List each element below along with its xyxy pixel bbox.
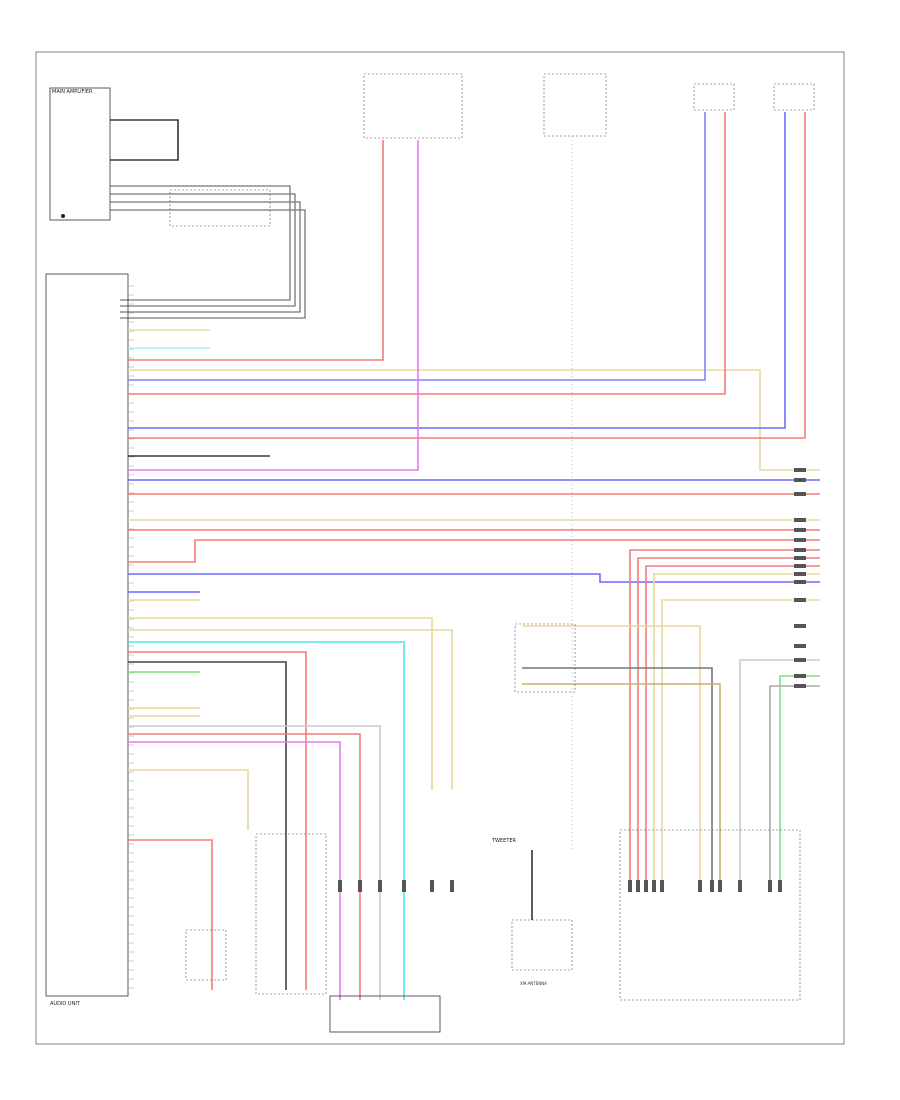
top-center-box-2 bbox=[543, 73, 607, 137]
connector-pin bbox=[402, 880, 406, 892]
connector-pin bbox=[778, 880, 782, 892]
right-connector-box bbox=[514, 623, 576, 693]
connector-pin bbox=[794, 548, 806, 552]
connector-pin bbox=[794, 644, 806, 648]
left-tweeter-box bbox=[773, 83, 815, 111]
tweeter-label: TWEETER bbox=[491, 838, 517, 844]
connector-pin bbox=[794, 478, 806, 482]
gray-bundle bbox=[110, 185, 306, 319]
connector-pin bbox=[794, 538, 806, 542]
connector-pin bbox=[338, 880, 342, 892]
connector-pin bbox=[794, 658, 806, 662]
connector-pin bbox=[794, 598, 806, 602]
connector-pin bbox=[794, 518, 806, 522]
shielded-cable-box bbox=[169, 189, 271, 227]
connector-pin bbox=[358, 880, 362, 892]
audio-unit-label: AUDIO UNIT bbox=[50, 1001, 81, 1007]
connector-pin bbox=[698, 880, 702, 892]
connector-pin bbox=[768, 880, 772, 892]
connector-pin bbox=[794, 684, 806, 688]
connector-pin bbox=[794, 492, 806, 496]
connector-pin bbox=[794, 674, 806, 678]
connector-pin bbox=[644, 880, 648, 892]
connector-pin bbox=[794, 580, 806, 584]
connector-pin bbox=[794, 624, 806, 628]
connector-pin bbox=[636, 880, 640, 892]
lower-left-wires bbox=[128, 617, 453, 1000]
bottom-connector-box bbox=[329, 995, 441, 1033]
subwoofer-wires bbox=[522, 549, 820, 890]
connector-pin bbox=[738, 880, 742, 892]
audio-unit-box bbox=[45, 273, 129, 997]
bottom-pins bbox=[338, 880, 782, 892]
wire-top-left-dark bbox=[110, 119, 179, 161]
pin-ticks bbox=[128, 285, 134, 989]
connector-pin bbox=[794, 468, 806, 472]
top-left-component-box bbox=[49, 87, 111, 221]
subwoofer-box bbox=[619, 829, 801, 1001]
top-center-box-1 bbox=[363, 73, 463, 139]
right-pins bbox=[794, 468, 806, 688]
ground-symbol bbox=[61, 214, 65, 218]
diagram-frame bbox=[35, 51, 845, 1045]
connector-pin bbox=[794, 556, 806, 560]
bottom-center-box bbox=[255, 833, 327, 995]
connector-pin bbox=[660, 880, 664, 892]
satellite-box bbox=[511, 919, 573, 971]
connector-pin bbox=[450, 880, 454, 892]
connector-pin bbox=[794, 564, 806, 568]
top-left-component-title: MAIN AMPLIFIER bbox=[52, 89, 93, 95]
connector-pin bbox=[710, 880, 714, 892]
xm-antenna-label: XM ANTENNA bbox=[520, 981, 547, 986]
connector-pin bbox=[628, 880, 632, 892]
connector-pin bbox=[378, 880, 382, 892]
connector-pin bbox=[430, 880, 434, 892]
connector-pin bbox=[718, 880, 722, 892]
wire-bundle-main bbox=[128, 112, 820, 601]
connector-pin bbox=[794, 528, 806, 532]
connector-pin bbox=[652, 880, 656, 892]
bottom-left-antenna-box bbox=[185, 929, 227, 981]
right-tweeter-box bbox=[693, 83, 735, 111]
connector-pin bbox=[794, 572, 806, 576]
